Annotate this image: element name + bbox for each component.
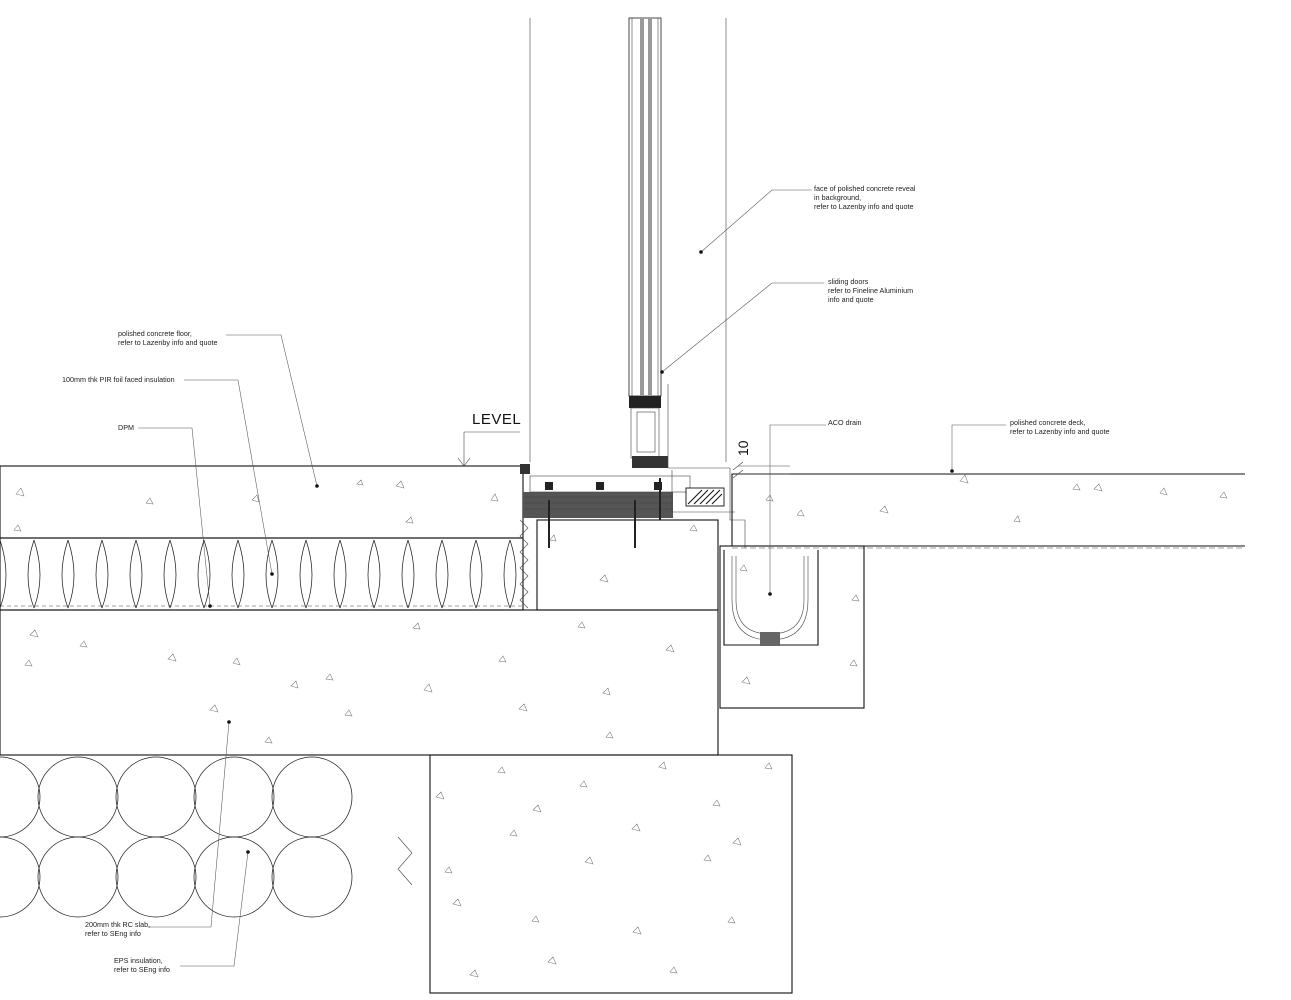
annotation-line: polished concrete deck, [1010,418,1086,427]
annotation-line: refer to Fineline Aluminium [828,286,913,295]
annotation-line: refer to SEng info [85,929,141,938]
annotation-line: refer to SEng info [114,965,170,974]
dimension-10: 10 [732,440,790,479]
dimension-label: 10 [735,440,751,456]
concrete-aggregate [13,474,1228,978]
annotation-line: info and quote [828,295,874,304]
external-deck [731,473,1245,549]
annotation-line: face of polished concrete reveal [814,184,916,193]
eps-insulation [0,754,430,918]
annotation-line: EPS insulation, [114,956,163,965]
annotation-line: refer to Lazenby info and quote [118,338,218,347]
annotation-line: refer to Lazenby info and quote [814,202,914,211]
annotation-sliding-doors: sliding doors refer to Fineline Aluminiu… [828,277,913,304]
annotation-pir-insulation: 100mm thk PIR foil faced insulation [62,375,175,384]
annotation-line: in background, [814,193,861,202]
annotation-polished-deck: polished concrete deck, refer to Lazenby… [1010,418,1110,436]
annotation-polished-floor: polished concrete floor, refer to Lazenb… [118,329,218,347]
annotation-eps-insulation: EPS insulation, refer to SEng info [114,956,170,974]
annotation-aco-drain: ACO drain [828,418,862,427]
annotation-reveal: face of polished concrete reveal in back… [814,184,916,211]
internal-floor-build-up [0,465,529,611]
annotation-line: 200mm thk RC slab, [85,920,150,929]
sliding-door-frame [529,17,727,468]
threshold-sill [520,464,746,611]
annotation-line: DPM [118,423,134,432]
level-marker: LEVEL [457,411,521,467]
annotation-line: sliding doors [828,277,869,286]
annotation-dpm: DPM [118,423,134,432]
aco-drain [719,545,865,709]
annotation-rc-slab: 200mm thk RC slab, refer to SEng info [85,920,150,938]
annotation-line: refer to Lazenby info and quote [1010,427,1110,436]
annotation-line: polished concrete floor, [118,329,192,338]
leader-lines [138,189,1006,967]
annotation-line: 100mm thk PIR foil faced insulation [62,375,175,384]
level-label: LEVEL [472,411,521,428]
annotation-line: ACO drain [828,418,862,427]
